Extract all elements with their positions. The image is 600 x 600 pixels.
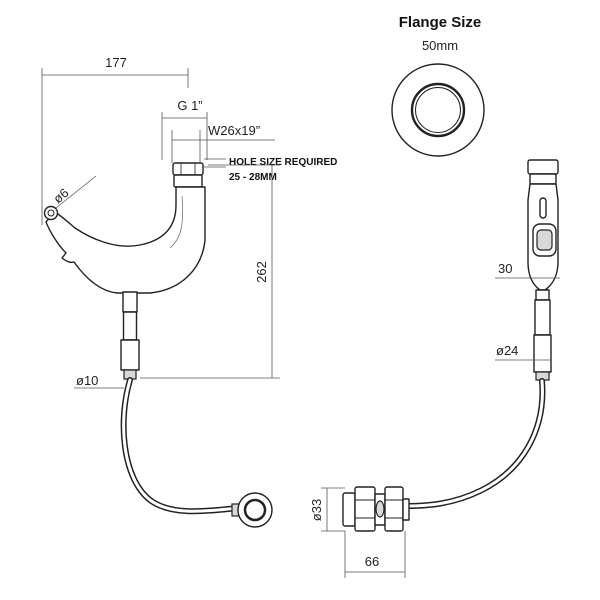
connector-hex-nut-right xyxy=(384,486,404,532)
connector-diameter-label: ø33 xyxy=(309,499,324,521)
flange-outer-circle xyxy=(391,63,485,157)
spray-head-body xyxy=(45,186,206,294)
height-label: 262 xyxy=(254,261,269,283)
dimension-connector-diameter: ø33 xyxy=(309,487,345,532)
tube-diameter-label: ø10 xyxy=(76,373,98,388)
hose-holder xyxy=(527,159,559,381)
dimension-tube: ø10 xyxy=(74,373,124,389)
spray-head-top-nut xyxy=(172,162,204,176)
holder-top-cap xyxy=(527,159,559,175)
stem-upper xyxy=(122,291,138,313)
holder-tube-upper xyxy=(535,289,550,301)
holder-tube-diameter-label: ø24 xyxy=(496,343,518,358)
flange-inner-circle xyxy=(415,87,461,133)
holder-tube-lower xyxy=(533,334,552,373)
body-shading-line xyxy=(169,195,184,249)
connector-length-label: 66 xyxy=(365,554,379,569)
nozzle-hole xyxy=(47,209,55,217)
hose-end-nut-outer xyxy=(237,492,273,528)
holder-width-label: 30 xyxy=(498,261,512,276)
connector-spigot xyxy=(402,498,410,521)
dimension-height: 262 xyxy=(140,164,280,379)
stem-lower xyxy=(120,339,140,371)
dimension-holder-tube: ø24 xyxy=(495,343,551,361)
nut-size-label: W26x19” xyxy=(208,123,260,138)
flange-size: 50mm xyxy=(422,38,458,53)
bottom-connector xyxy=(342,486,410,532)
flange-title: Flange Size xyxy=(399,14,482,31)
flange-view: Flange Size 50mm xyxy=(391,14,485,157)
spray-head-collar xyxy=(173,174,203,188)
dimension-holder-width: 30 xyxy=(495,261,560,279)
nozzle-diameter-label: ø6 xyxy=(50,185,71,206)
hose-end-nut-inner xyxy=(243,498,267,522)
nozzle-ring xyxy=(43,205,59,221)
overall-width-label: 177 xyxy=(105,55,127,70)
holder-slot xyxy=(539,197,547,219)
hole-size-note: HOLE SIZE REQUIRED 25 - 28MM xyxy=(204,157,337,183)
spray-head xyxy=(43,162,206,380)
hole-note-line2: 25 - 28MM xyxy=(229,172,277,183)
connector-hex-nut-left xyxy=(354,486,376,532)
flange-inner-ring xyxy=(410,82,466,138)
stem-middle xyxy=(122,311,138,341)
dimension-thread: G 1” xyxy=(161,98,208,160)
dimension-nut-size: W26x19” xyxy=(171,123,275,163)
dimension-nozzle: ø6 xyxy=(50,175,97,209)
thread-label: G 1” xyxy=(177,98,202,113)
connector-end-cap xyxy=(342,492,356,527)
dimension-overall-width: 177 xyxy=(41,55,189,225)
hose-right xyxy=(404,378,546,509)
hose-left xyxy=(120,377,241,515)
dimension-connector-length: 66 xyxy=(344,531,406,578)
connector-center-detail xyxy=(375,500,385,518)
hole-note-line1: HOLE SIZE REQUIRED xyxy=(229,157,337,168)
hose-end-nut xyxy=(231,492,273,528)
holder-tube-middle xyxy=(534,299,551,336)
holder-button-inner xyxy=(536,229,553,251)
holder-collar xyxy=(529,173,557,185)
